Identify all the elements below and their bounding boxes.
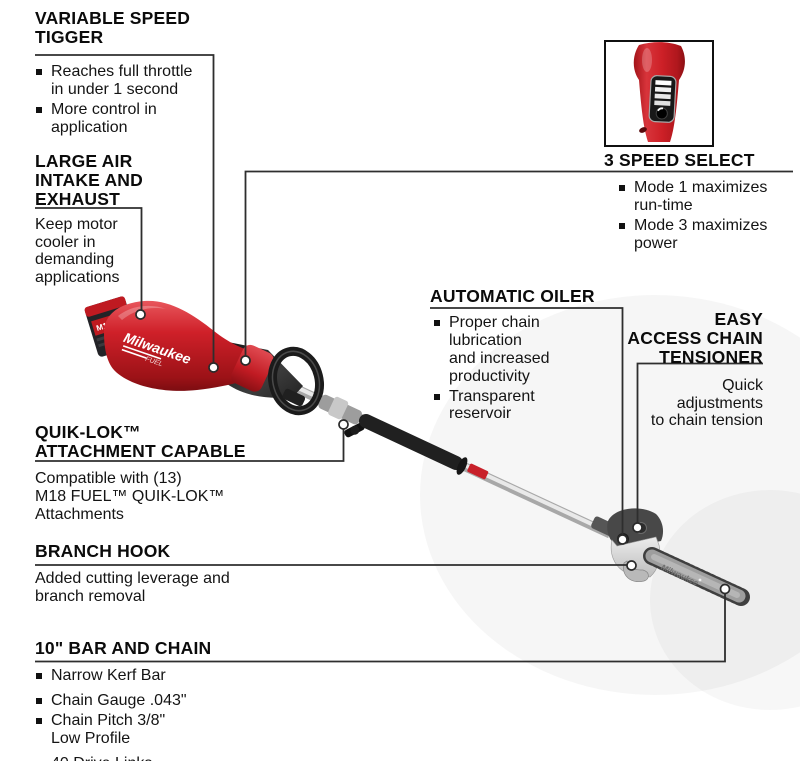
bullet-item: Mode 1 maximizes run-time <box>618 179 794 215</box>
speed-select-panel <box>648 75 677 123</box>
bullet-item: Transparent reservoir <box>433 388 620 424</box>
callout-branch-hook: BRANCH HOOK Added cutting leverage and b… <box>35 542 295 606</box>
callout-title: 3 SPEED SELECT <box>604 150 755 170</box>
bullet-square-icon <box>619 222 625 229</box>
callout-body: Quick adjustments to chain tension <box>650 376 763 430</box>
callout-body: Proper chain lubrication and increased p… <box>433 314 620 423</box>
callout-automatic-oiler: AUTOMATIC OILER Proper chain lubrication… <box>430 287 620 425</box>
callout-body: Added cutting leverage and branch remova… <box>35 569 230 605</box>
speed-select-inset <box>604 40 714 147</box>
callout-quik-lok: QUIK-LOK™ ATTACHMENT CAPABLE Compatible … <box>35 423 285 524</box>
callout-title: AUTOMATIC OILER <box>430 286 595 306</box>
bullet-item: Proper chain lubrication and increased p… <box>433 314 620 386</box>
callout-body: Narrow Kerf Bar Chain Gauge .043" Chain … <box>35 667 275 761</box>
callout-line-quik-lok <box>35 429 345 462</box>
bullet-item: Mode 3 maximizes power <box>618 217 794 253</box>
callout-title: QUIK-LOK™ ATTACHMENT CAPABLE <box>35 422 246 461</box>
foam-grip <box>359 414 489 480</box>
bullet-square-icon <box>36 106 42 113</box>
bullet-square-icon <box>619 184 625 191</box>
callout-lines <box>35 54 793 663</box>
callout-line-large-air <box>35 207 143 310</box>
dot-branch-hook <box>626 560 637 571</box>
housing-notch <box>639 127 647 133</box>
callout-line-automatic-oiler <box>430 307 624 535</box>
shaft-warning-label <box>467 463 489 480</box>
speed-select-closeup <box>633 42 685 142</box>
callout-title: LARGE AIR INTAKE AND EXHAUST <box>35 151 143 209</box>
callout-line-chain-tensioner <box>636 362 763 523</box>
callout-body: Compatible with (13) M18 FUEL™ QUIK-LOK™… <box>35 469 225 523</box>
bullet-item: 40 Drive Links <box>35 755 275 761</box>
callout-line-speed-select <box>244 170 793 356</box>
callout-chain-tensioner: EASY ACCESS CHAIN TENSIONER Quick adjust… <box>600 310 763 430</box>
bullet-square-icon <box>36 672 42 679</box>
bullet-item: Reaches full throttle in under 1 second <box>35 63 223 99</box>
dot-large-air <box>135 309 146 320</box>
housing-highlight <box>118 305 166 320</box>
quik-lok-coupler <box>318 394 365 438</box>
title-line: VARIABLE SPEED <box>35 8 191 28</box>
dot-speed-select <box>240 355 251 366</box>
wing-nut <box>344 422 365 438</box>
callout-bar-chain: 10" BAR AND CHAIN Narrow Kerf Bar Chain … <box>35 639 275 761</box>
logo-underline <box>121 345 162 360</box>
bullet-item: More control in application <box>35 101 223 137</box>
mode-dial <box>655 107 668 120</box>
callout-title: 10" BAR AND CHAIN <box>35 638 212 658</box>
bullet-item: Chain Gauge .043" <box>35 692 275 710</box>
title-line: TIGGER <box>35 26 104 47</box>
callout-speed-select: 3 SPEED SELECT Mode 1 maximizes run-time… <box>604 151 794 255</box>
dot-quik-lok <box>338 419 349 430</box>
callout-body: Mode 1 maximizes run-time Mode 3 maximiz… <box>618 179 794 253</box>
callout-variable-speed: VARIABLE SPEED TIGGER Reaches full throt… <box>35 9 223 138</box>
callout-large-air: LARGE AIR INTAKE AND EXHAUST Keep motor … <box>35 152 165 287</box>
callout-body: Reaches full throttle in under 1 second … <box>35 63 223 137</box>
loop-handle <box>268 346 324 416</box>
bullet-square-icon <box>36 68 42 75</box>
callout-title: VARIABLE SPEED TIGGER <box>35 9 223 47</box>
bullet-item: Chain Pitch 3/8" Low Profile <box>35 712 275 748</box>
bullet-square-icon <box>434 393 440 400</box>
dot-chain-tensioner <box>632 522 643 533</box>
callout-line-bar-chain <box>35 594 726 663</box>
motor-housing <box>104 300 263 391</box>
bullet-item: Narrow Kerf Bar <box>35 667 275 685</box>
speed-select-collar <box>231 344 274 392</box>
bullet-square-icon <box>36 697 42 704</box>
callout-body: Keep motor cooler in demanding applicati… <box>35 215 120 287</box>
dot-bar-chain <box>719 583 731 595</box>
bullet-square-icon <box>434 319 440 326</box>
bullet-square-icon <box>36 717 42 724</box>
callout-dots <box>135 309 731 595</box>
callout-title: EASY ACCESS CHAIN TENSIONER <box>627 309 763 367</box>
dot-automatic-oiler <box>617 534 628 545</box>
callout-line-variable-speed <box>35 54 215 363</box>
grip-end-flare <box>456 457 468 475</box>
callout-title: BRANCH HOOK <box>35 541 171 561</box>
dot-variable-speed <box>208 362 219 373</box>
